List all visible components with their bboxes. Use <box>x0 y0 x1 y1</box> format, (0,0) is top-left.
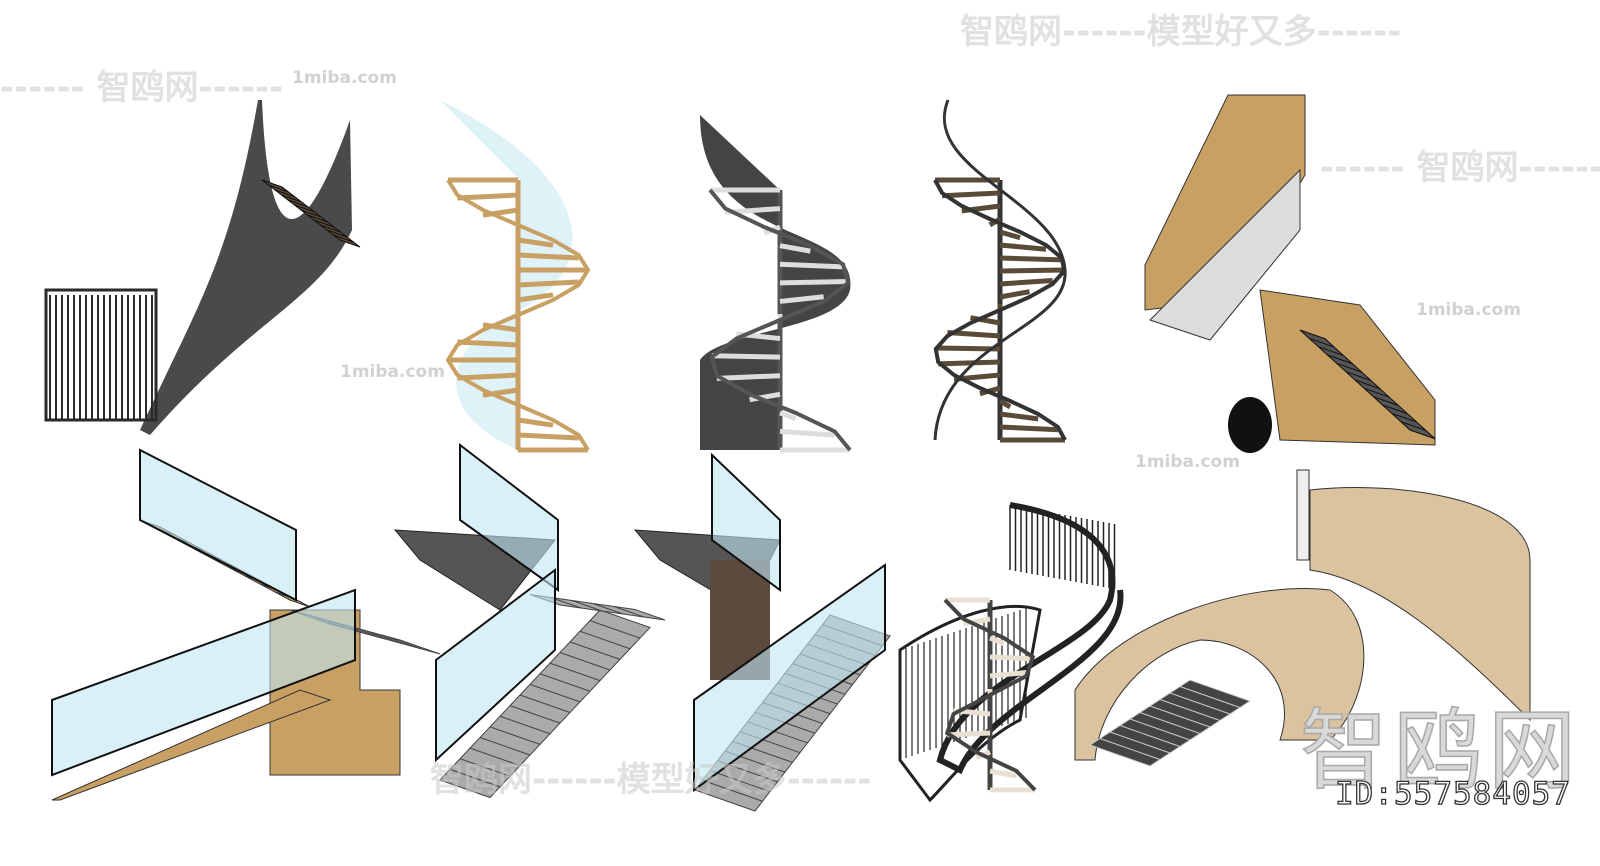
watermark-brand-large: 智鸥网 <box>1299 698 1583 803</box>
staircase-2 <box>440 100 591 453</box>
watermark-banner-top: 智鸥网------模型好又多------ <box>960 12 1402 52</box>
staircase-5 <box>1144 94 1436 453</box>
staircase-4 <box>933 99 1067 443</box>
watermark-banner-bottom: 智鸥网------模型好又多------ <box>430 760 872 800</box>
staircase-8 <box>633 452 891 812</box>
staircase-10 <box>1074 469 1531 767</box>
watermark-site-4: 1miba.com <box>1135 452 1240 472</box>
watermark-brand-right: ------ 智鸥网------ <box>1320 148 1600 188</box>
watermark-site-1: 1miba.com <box>292 68 397 88</box>
model-id-label: ID:557584057 <box>1334 775 1571 812</box>
staircase-7 <box>393 442 666 799</box>
watermark-site-2: 1miba.com <box>340 362 445 382</box>
staircase-6 <box>51 448 441 801</box>
staircase-1 <box>44 100 361 435</box>
watermark-site-3: 1miba.com <box>1416 300 1521 320</box>
watermark-brand-left: ------ 智鸥网------ <box>0 68 284 108</box>
staircase-9 <box>898 502 1124 803</box>
staircase-3 <box>700 115 852 453</box>
